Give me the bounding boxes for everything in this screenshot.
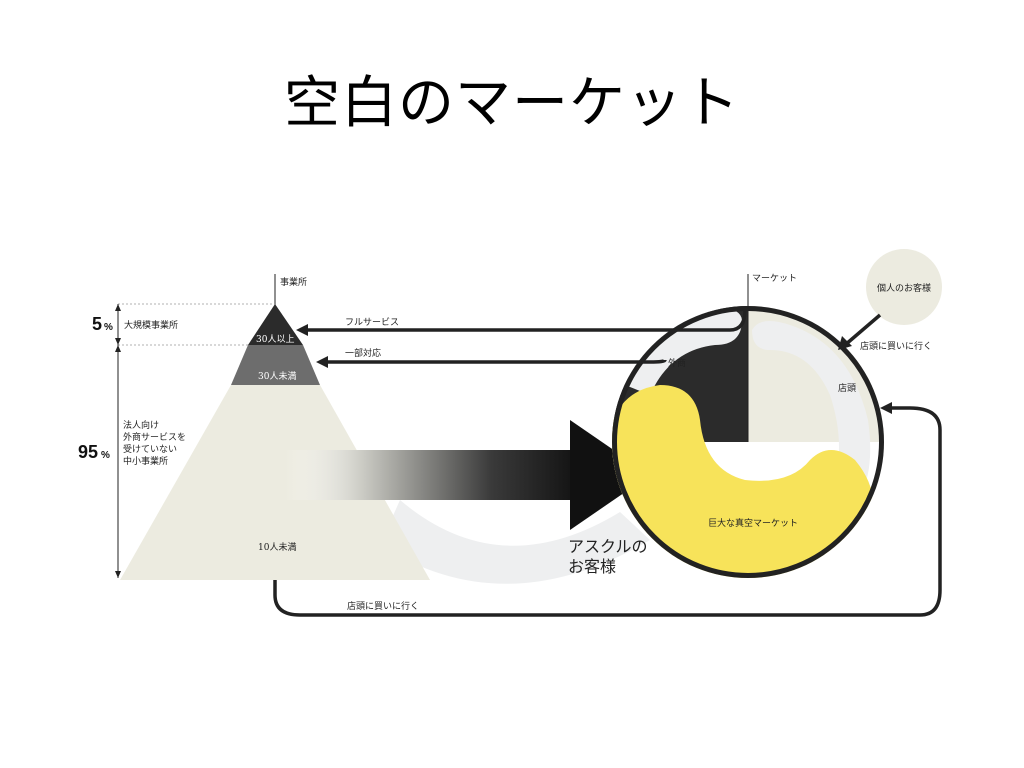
askul-curve-band — [380, 500, 650, 584]
askul-label-line-1: アスクルの — [568, 537, 648, 556]
outer-sales-label: 外商 — [668, 357, 686, 369]
tier-bottom-label: 10人未満 — [258, 541, 296, 553]
small-business-line-1: 法人向け — [123, 419, 159, 431]
large-business-label: 大規模事業所 — [124, 319, 178, 331]
askul-label-line-2: お客様 — [568, 557, 616, 576]
small-business-line-2: 外商サービスを — [123, 431, 186, 443]
pyramid-tier-top — [248, 304, 303, 345]
go-to-store-loop-arrow — [273, 406, 942, 617]
pyramid-axis-label: 事業所 — [280, 276, 307, 288]
small-business-line-4: 中小事業所 — [123, 455, 168, 467]
small-business-line-3: 受けていない — [123, 443, 177, 455]
market-zone-vacuum — [612, 385, 880, 578]
pct-small-unit: % — [101, 450, 110, 461]
full-service-arrow — [305, 309, 747, 332]
askul-big-arrow — [285, 420, 650, 530]
pct-large-unit: % — [104, 322, 113, 333]
market-circle — [612, 274, 884, 578]
partial-service-label: 一部対応 — [345, 347, 381, 359]
pyramid-tier-mid — [231, 345, 320, 385]
tier-mid-label: 30人未満 — [258, 370, 296, 382]
pct-large-value: 5 — [92, 314, 102, 334]
vacuum-market-label: 巨大な真空マーケット — [708, 517, 798, 529]
pyramid-tier-bottom — [120, 385, 430, 580]
individual-customer-bubble — [866, 249, 942, 325]
store-light-band — [752, 321, 871, 495]
go-to-store-bottom-label: 店頭に買いに行く — [347, 600, 419, 612]
go-to-store-right-label: 店頭に買いに行く — [860, 340, 932, 352]
store-label: 店頭 — [838, 382, 856, 394]
market-axis-label: マーケット — [752, 273, 797, 284]
individual-customer-label: 個人のお客様 — [877, 282, 931, 294]
tier-top-label: 30人以上 — [256, 334, 294, 345]
full-service-label: フルサービス — [345, 317, 399, 328]
partial-service-arrow — [325, 358, 667, 364]
pyramid — [115, 274, 430, 580]
slide-title: 空白のマーケット — [284, 71, 740, 136]
pct-small-value: 95 — [78, 442, 98, 462]
